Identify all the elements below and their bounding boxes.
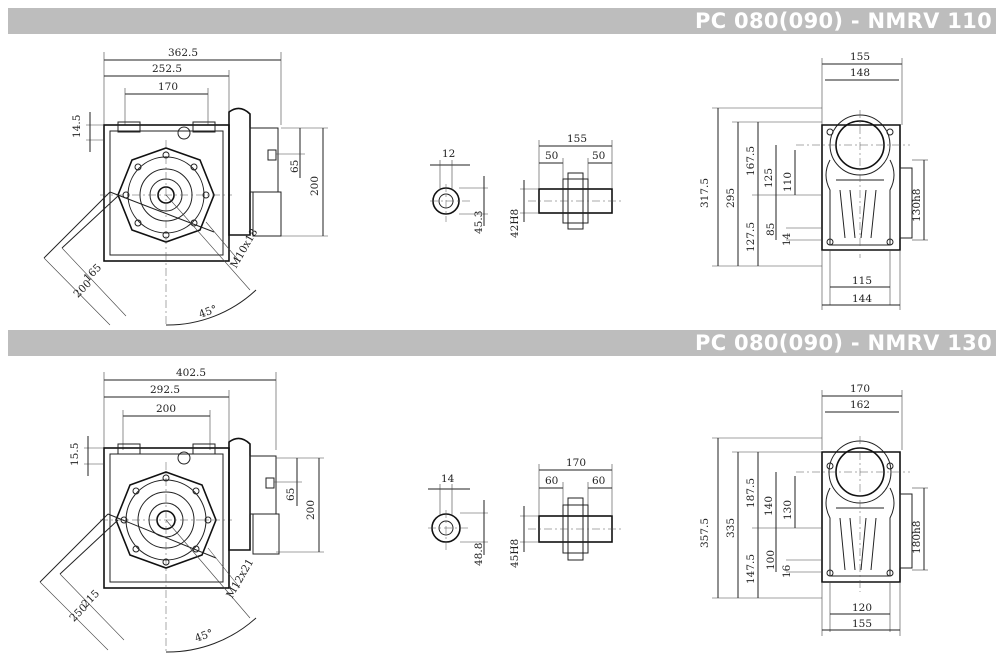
dim-height-110: 110	[782, 172, 794, 192]
dim-body-width: 292.5	[150, 384, 180, 396]
drawing-group-nmrv110: 362.5 252.5 170	[43, 47, 928, 326]
dim-motor-height: 200	[305, 500, 317, 520]
front-view: 402.5 292.5 200	[39, 367, 324, 653]
dim-lower-127: 127.5	[745, 222, 757, 252]
dim-shaft-offset: 65	[285, 488, 297, 501]
dim-shaft-length: 155	[567, 133, 587, 145]
dim-key-width: 14	[441, 473, 455, 485]
dim-height-295: 335	[725, 518, 737, 538]
dim-height-167: 187.5	[745, 478, 757, 508]
dim-overall-width: 362.5	[168, 47, 198, 59]
dim-key-width: 12	[442, 148, 455, 160]
dim-bottom-outer: 144	[852, 293, 872, 305]
side-view: 155 148 317.5 295 167.5	[699, 51, 928, 310]
dim-left-step: 50	[545, 150, 558, 162]
dim-bottom-outer: 155	[852, 618, 872, 630]
dim-shaft-offset: 65	[289, 160, 301, 173]
dim-bore: 42H8	[509, 209, 521, 238]
dim-height-295: 295	[725, 188, 737, 208]
dim-bolt: M10x18	[228, 227, 260, 271]
dim-top-inner: 162	[850, 399, 870, 411]
section-banner-nmrv110: PC 080(090) - NMRV 110	[8, 8, 996, 34]
dim-top-offset: 14.5	[71, 115, 83, 138]
dim-top-outer: 170	[850, 383, 870, 395]
dim-height-85: 100	[765, 550, 777, 570]
dim-lower-127: 147.5	[745, 554, 757, 584]
dim-flange-dia: 180h8	[911, 521, 923, 554]
dim-height-167: 167.5	[745, 146, 757, 176]
dim-top-outer: 155	[850, 51, 870, 63]
dim-overall-width: 402.5	[176, 367, 206, 379]
dim-height-85: 85	[765, 223, 777, 236]
drawing-group-nmrv130: 402.5 292.5 200	[39, 367, 928, 653]
dim-shaft-length: 170	[566, 457, 586, 469]
dim-bottom-inner: 120	[852, 602, 872, 614]
dim-small-14: 14	[781, 232, 793, 246]
side-view: 170 162 357.5 335 187.5 147.5	[699, 383, 928, 636]
dim-left-step: 60	[545, 475, 558, 487]
dim-small-14: 16	[781, 564, 793, 578]
dim-right-step: 50	[592, 150, 605, 162]
section-banner-nmrv130: PC 080(090) - NMRV 130	[8, 330, 996, 356]
dim-top-offset: 15.5	[69, 443, 81, 466]
hollow-shaft-section: 155 50 50 42H8	[509, 133, 622, 238]
dim-bore: 45H8	[509, 539, 521, 568]
front-view: 362.5 252.5 170	[43, 47, 328, 326]
dim-top-inner: 148	[850, 67, 870, 79]
dim-flange-dia: 130h8	[911, 189, 923, 222]
dim-angle: 45°	[193, 627, 215, 645]
dim-bottom-inner: 115	[852, 275, 872, 287]
dim-motor-height: 200	[309, 176, 321, 196]
section-title: PC 080(090) - NMRV 130	[695, 331, 992, 355]
dim-total-height: 357.5	[699, 518, 711, 548]
dim-flange-width: 200	[156, 403, 176, 415]
shaft-view: 14 48.8	[428, 473, 488, 566]
section-title: PC 080(090) - NMRV 110	[695, 9, 992, 33]
dim-height-110: 130	[782, 500, 794, 520]
dim-total-height: 317.5	[699, 178, 711, 208]
shaft-view: 12 45.3	[430, 148, 488, 234]
dim-key-height: 48.8	[473, 543, 485, 566]
dim-height-125: 125	[763, 168, 775, 188]
dim-angle: 45°	[197, 303, 219, 321]
hollow-shaft-section: 170 60 60 45H8	[509, 457, 622, 568]
dim-right-step: 60	[592, 475, 605, 487]
dim-key-height: 45.3	[473, 211, 485, 234]
dim-height-125: 140	[763, 496, 775, 516]
dim-flange-width: 170	[158, 81, 178, 93]
dim-body-width: 252.5	[152, 63, 182, 75]
